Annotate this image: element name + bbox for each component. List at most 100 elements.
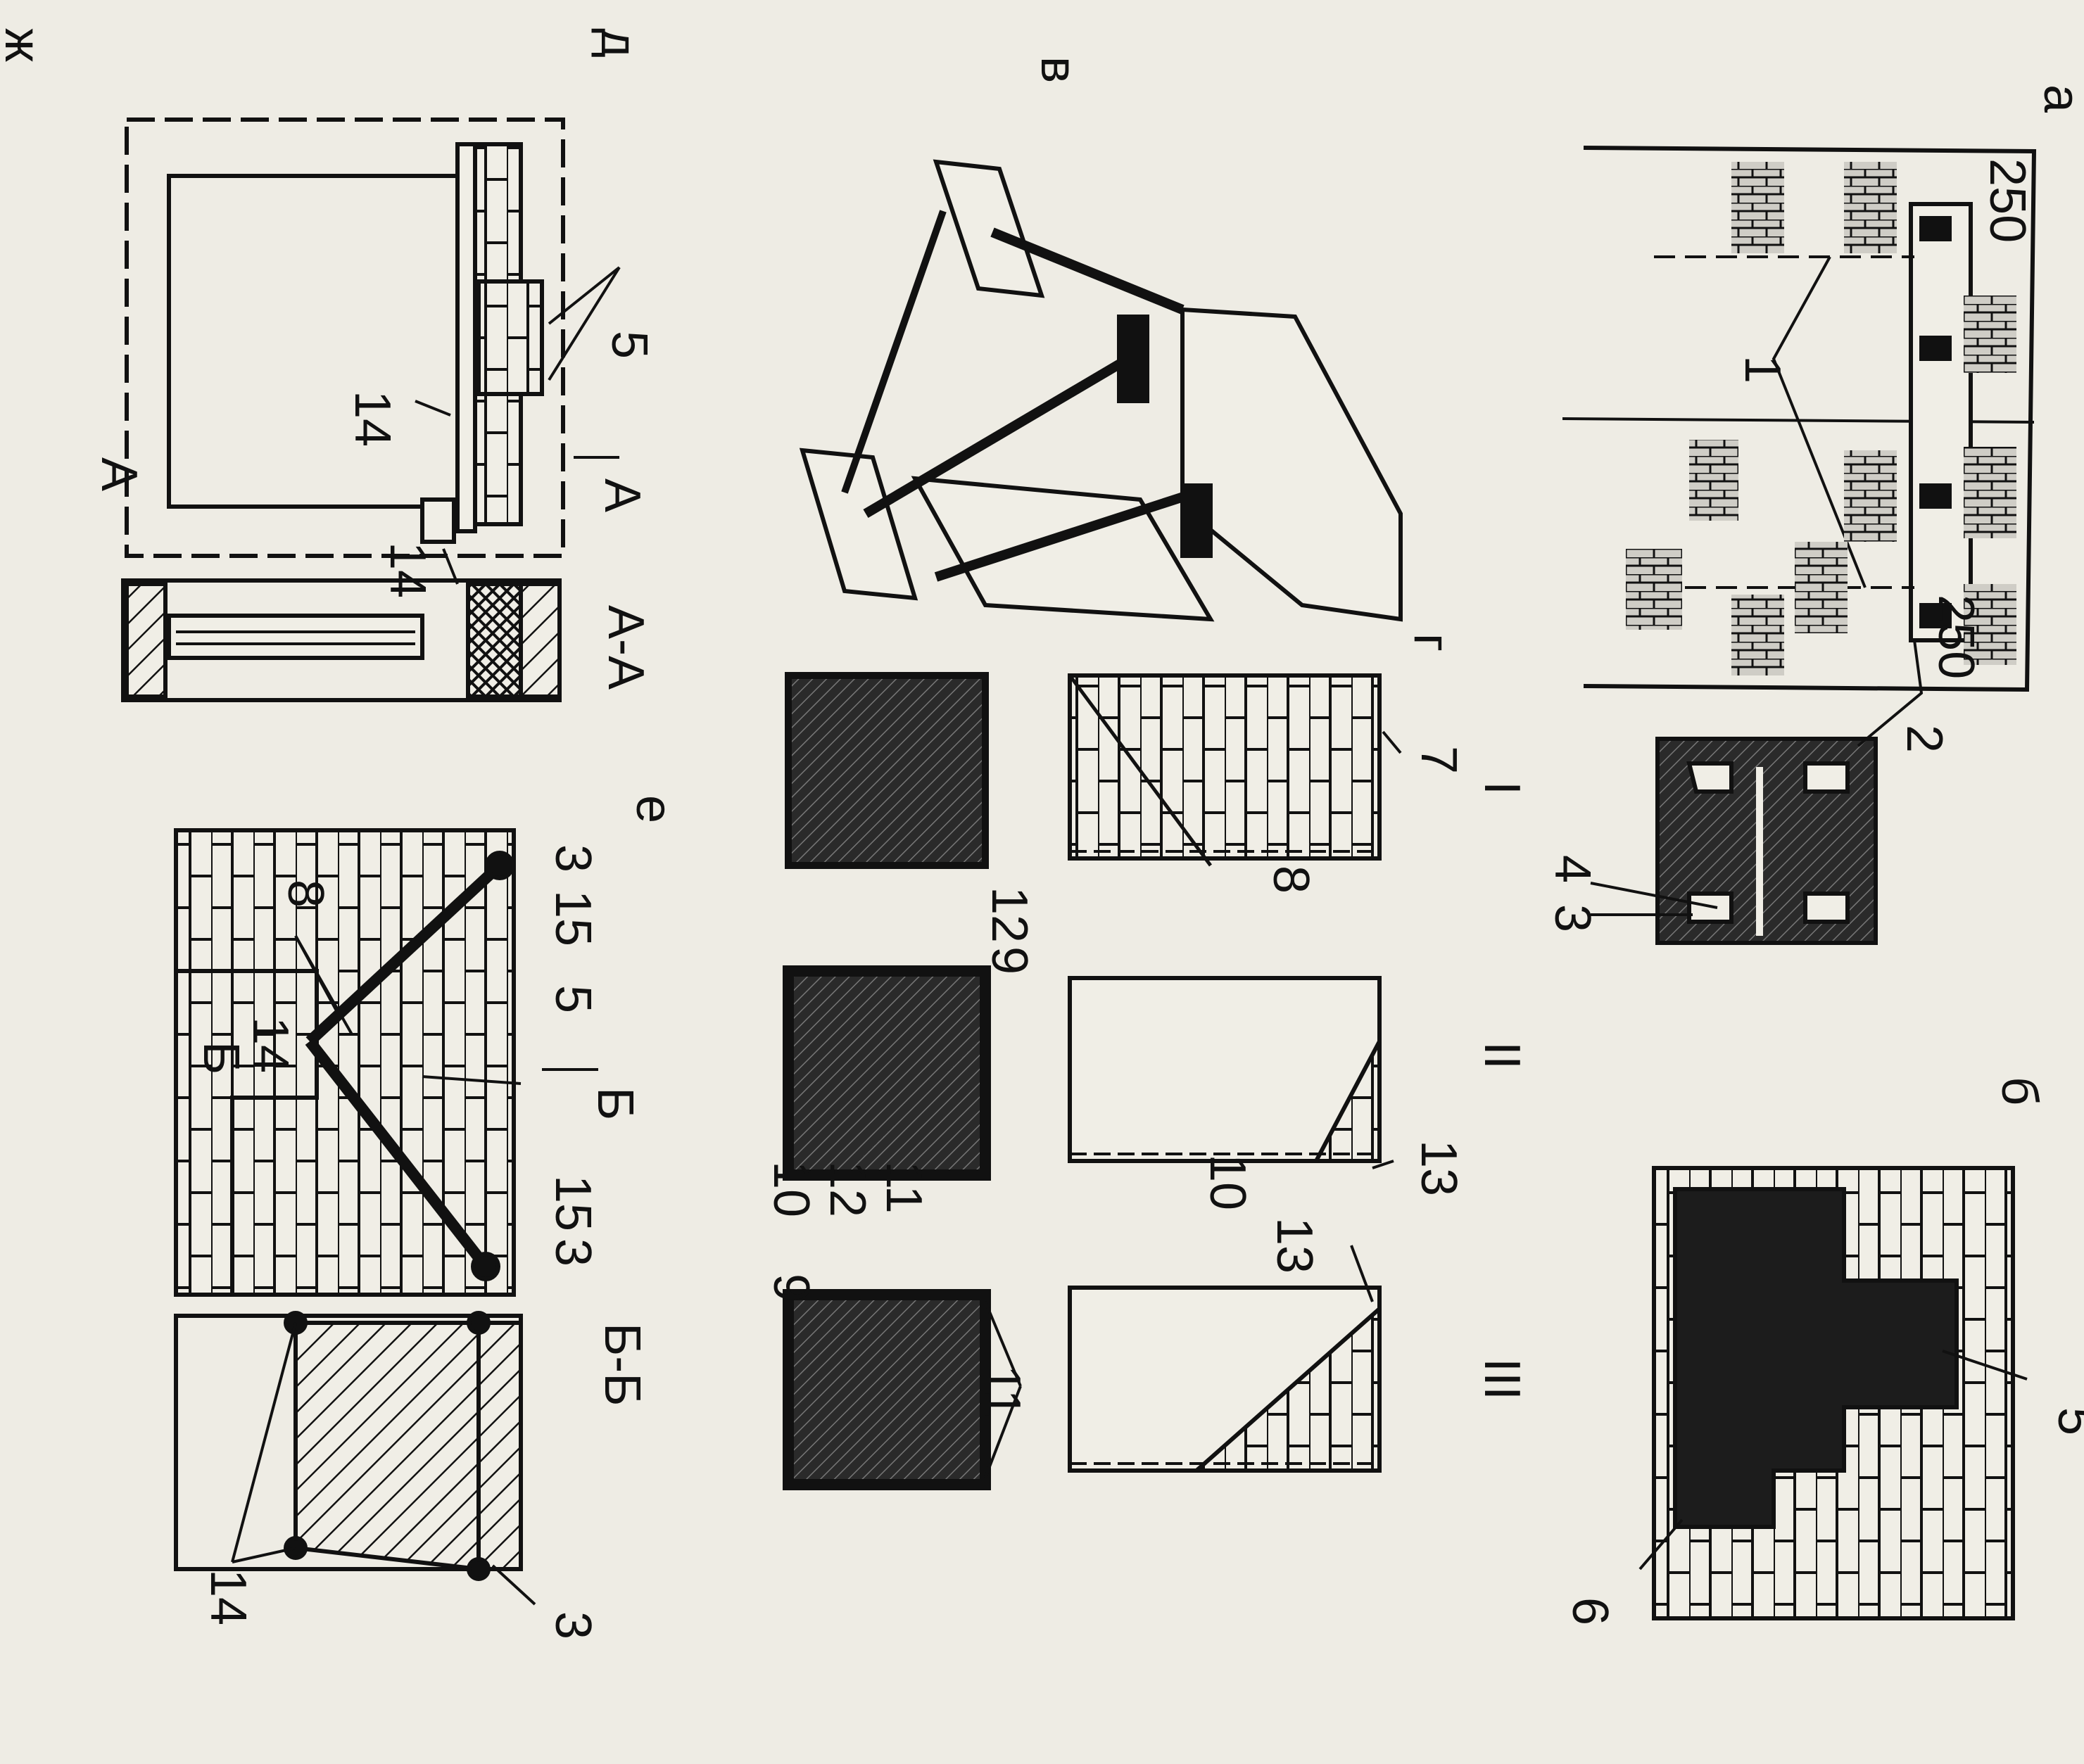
steel-beam [1909, 202, 1973, 642]
callout-2: 2 [1896, 725, 1952, 753]
callout-4: 4 [1544, 855, 1600, 883]
callout-3-e-bottom: 3 [545, 1238, 601, 1267]
bolt-4 [1919, 603, 1952, 628]
callout-12-top: 12 [981, 887, 1037, 943]
callout-leader-1 [1772, 256, 1867, 588]
wedge-1 [1117, 315, 1149, 403]
timber-pad-left [799, 448, 918, 601]
callout-15-top: 15 [545, 890, 601, 946]
dim-bottom-250: 250 [1928, 595, 1984, 679]
callout-leader-14-e-b [231, 1322, 297, 1563]
column-section-i [785, 672, 989, 869]
callout-leader-5-d-a [548, 266, 621, 325]
callout-10-g: 10 [1199, 1154, 1256, 1210]
callout-3-a: 3 [1544, 904, 1600, 932]
section-aa-bar [167, 614, 424, 660]
section-bb-title: Б-Б [594, 1323, 650, 1406]
anchor-plate-top [485, 851, 514, 880]
wall-block-upper [1180, 307, 1403, 622]
callout-14-e-mid: 14 [242, 1017, 298, 1073]
section-aa-bottom: А [91, 457, 147, 491]
brick-bracket [476, 279, 544, 396]
panel-e [174, 828, 598, 1606]
wall-outline [1583, 146, 2037, 692]
section-bb-outer-wall [476, 1321, 523, 1571]
roman-ii: II [1474, 1041, 1530, 1070]
panel-label-a: а [2033, 84, 2084, 113]
strut-2 [863, 347, 1143, 519]
repair-zone [1673, 1187, 1959, 1529]
section-cut-a: А [594, 478, 650, 512]
anchor-plate-bottom [471, 1252, 500, 1281]
callout-leader-2 [1857, 640, 1924, 747]
column-elev-ii-jacket [1068, 976, 1382, 1163]
bolt-3 [1919, 483, 1952, 509]
callout-10-bottom: 10 [763, 1161, 819, 1217]
section-aa-title: А-А [598, 605, 654, 690]
section-bb-bottom: Б [193, 1041, 249, 1074]
callout-leader-5-e [422, 1075, 522, 1085]
callout-1: 1 [1734, 355, 1791, 383]
section-bb-core [293, 1321, 481, 1572]
callout-leader-13-iii [1350, 1245, 1374, 1302]
callout-14-d: 14 [344, 391, 400, 447]
callout-leader-4 [1590, 882, 1718, 909]
column-elev-iii-jacket [1068, 1286, 1382, 1473]
panel-g [783, 672, 1402, 1490]
panel-v [799, 159, 1403, 622]
panel-label-e: е [626, 795, 682, 823]
bolt-2 [1919, 336, 1952, 361]
callout-9-top: 9 [981, 946, 1037, 975]
opening-frame [125, 118, 565, 558]
callout-6: 6 [1562, 1597, 1618, 1625]
roman-iii: III [1474, 1358, 1530, 1400]
callout-8-e: 8 [277, 880, 334, 908]
callout-14-e-bottom: 14 [200, 1569, 256, 1625]
callout-leader-14-d [415, 400, 451, 417]
callout-leader-11-a [984, 1301, 1022, 1387]
column-section-ii [783, 965, 991, 1181]
section-aa-lintel [466, 582, 523, 699]
callout-leader-6 [1638, 1518, 1684, 1571]
callout-3-e-top: 3 [545, 844, 601, 873]
column-elev-i-diag [1068, 674, 1213, 867]
section-bb-bolt-4 [467, 1557, 491, 1581]
tie-beam [841, 210, 947, 494]
callout-5-e: 5 [545, 985, 601, 1013]
lintel-plate [455, 142, 477, 533]
callout-13-iii: 13 [1266, 1217, 1322, 1274]
callout-leader-7 [1382, 730, 1402, 754]
channel-left [1686, 761, 1733, 924]
roman-i: I [1474, 781, 1530, 795]
panel-label-v: в [1030, 56, 1087, 83]
panel-b [1638, 1166, 2028, 1620]
section-bb-bolt-1 [467, 1311, 491, 1335]
callout-leader-5-b [1942, 1350, 2028, 1381]
callout-leader-13-ii [1372, 1160, 1394, 1169]
column-elev-i [1068, 673, 1382, 861]
callout-11-top: 11 [876, 1161, 932, 1214]
section-cut-b: Б [587, 1087, 643, 1120]
callout-leader-3-e [491, 1564, 536, 1606]
panel-label-zh: ж [0, 28, 51, 62]
callout-15-bottom: 15 [545, 1175, 601, 1231]
callout-8-g: 8 [1263, 865, 1319, 894]
bolt-1 [1919, 216, 1952, 241]
callout-3-e-section: 3 [545, 1611, 601, 1639]
callout-leader-8-e-b [294, 935, 353, 1035]
panel-a [1562, 146, 2037, 945]
strut-1 [990, 227, 1185, 315]
section-aa-wall-left [125, 582, 168, 699]
callout-5-b: 5 [2047, 1407, 2084, 1435]
panel-d [121, 118, 621, 702]
callout-leader-14-aa [442, 548, 459, 585]
strut-3 [934, 488, 1199, 582]
callout-5-d: 5 [601, 331, 657, 359]
dim-top-250: 250 [1979, 158, 2035, 243]
callout-13-ii: 13 [1410, 1140, 1467, 1196]
callout-leader-14-e-a [232, 1547, 296, 1563]
brick-patches [1626, 162, 2016, 675]
panel-label-g: г [1403, 633, 1460, 652]
